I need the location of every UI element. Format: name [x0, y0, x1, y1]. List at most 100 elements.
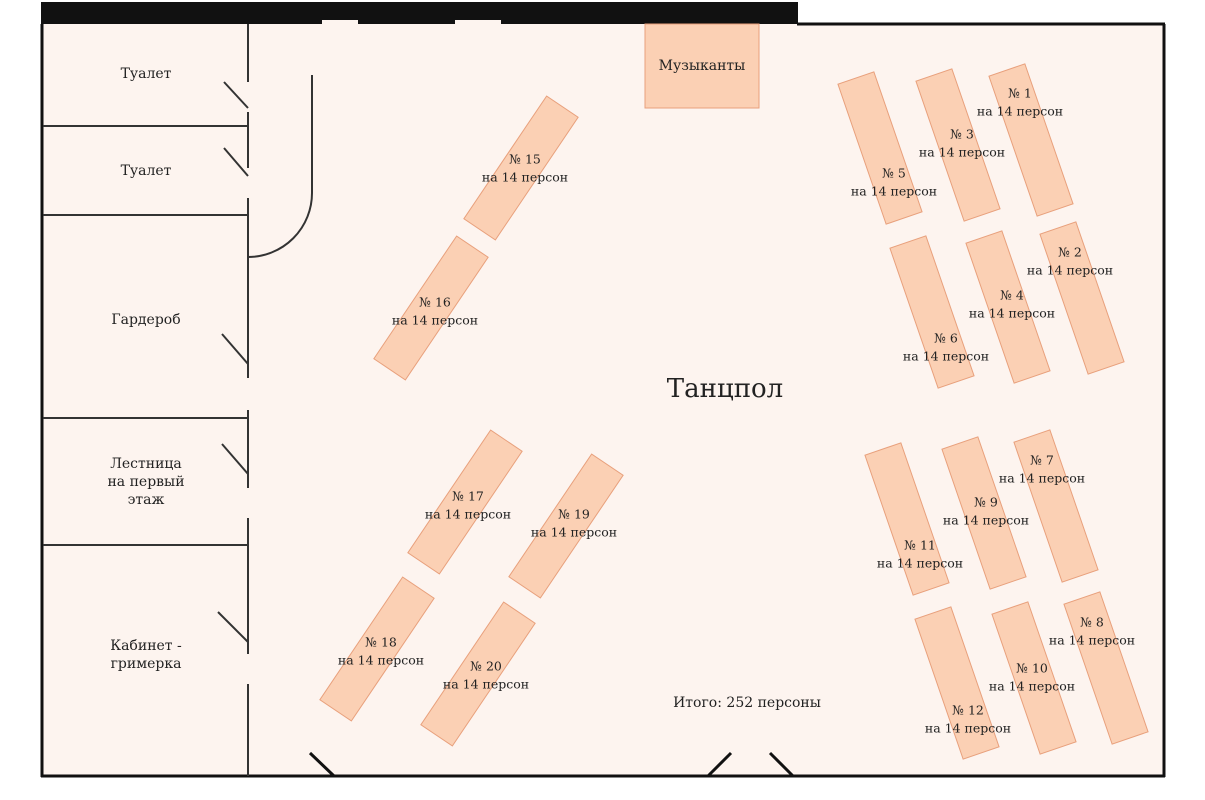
table-number: № 7: [1030, 453, 1054, 468]
room-label-dressing-room: Кабинет - гримерка: [110, 638, 182, 672]
room-label-line: Гардероб: [111, 312, 180, 328]
room-label-wardrobe: Гардероб: [111, 312, 180, 328]
table-number: № 16: [419, 295, 451, 310]
table-number: № 19: [558, 507, 590, 522]
table-number: № 1: [1008, 86, 1032, 101]
table-shape: [463, 95, 579, 241]
table-shape: [508, 453, 624, 599]
musicians-label: Музыканты: [659, 58, 746, 74]
table-item: № 11 на 14 персон: [864, 442, 963, 596]
entrance-doors: [308, 751, 795, 778]
room-label-line: Туалет: [121, 163, 172, 179]
table-capacity: на 14 персон: [531, 525, 617, 540]
table-shape: [889, 235, 975, 389]
table-shape: [991, 601, 1077, 755]
table-number: № 20: [470, 659, 502, 674]
table-item: № 18 на 14 персон: [319, 576, 435, 722]
table-item: № 2на 14 персон: [1027, 221, 1125, 375]
doors: [217, 75, 313, 643]
door-wardrobe: [221, 333, 249, 365]
room-label-line: этаж: [128, 492, 165, 508]
table-capacity: на 14 персон: [851, 184, 937, 199]
table-capacity: на 14 персон: [1049, 633, 1135, 648]
table-capacity: на 14 персон: [425, 507, 511, 522]
table-shape: [965, 230, 1051, 384]
table-capacity: на 14 персон: [338, 653, 424, 668]
table-item: № 8 на 14 персон: [1049, 591, 1149, 745]
table-number: № 4: [1000, 288, 1024, 303]
room-label-line: Туалет: [121, 66, 172, 82]
table-capacity: на 14 персон: [482, 170, 568, 185]
table-item: № 9на 14 персон: [941, 436, 1029, 590]
table-capacity: на 14 персон: [919, 145, 1005, 160]
room-label-line: на первый: [107, 474, 184, 490]
table-number: № 9: [974, 495, 998, 510]
corridor-door-arc: [247, 75, 313, 258]
table-number: № 18: [365, 635, 397, 650]
table-shape: [407, 429, 523, 575]
table-capacity: на 14 персон: [925, 721, 1011, 736]
table-shape: [864, 442, 950, 596]
table-number: № 6: [934, 331, 958, 346]
table-capacity: на 14 персон: [977, 104, 1063, 119]
table-item: № 7 на 14 персон: [999, 429, 1099, 583]
musicians-stage: [644, 23, 760, 109]
table-item: № 10 на 14 персон: [989, 601, 1077, 755]
table-number: № 3: [950, 127, 974, 142]
table-shape: [1013, 429, 1099, 583]
top-wall-bar: [41, 2, 798, 24]
window-gap: [455, 20, 501, 26]
outer-walls: [40, 22, 1166, 778]
table-shape: [915, 68, 1001, 222]
table-number: № 2: [1058, 245, 1082, 260]
table-item: № 19 на 14 персон: [508, 453, 624, 599]
table-number: № 12: [952, 703, 984, 718]
table-shape: [1039, 221, 1125, 375]
table-item: № 17 на 14 персон: [407, 429, 523, 575]
room-label-line: Лестница: [110, 456, 182, 472]
total-label: Итого: 252 персоны: [673, 695, 821, 711]
table-shape: [420, 601, 536, 747]
table-capacity: на 14 персон: [969, 306, 1055, 321]
table-number: № 17: [452, 489, 484, 504]
table-shape: [914, 606, 1000, 760]
room-label-stairs: Лестница на первый этаж: [107, 456, 184, 508]
table-shape: [941, 436, 1027, 590]
door-toilet-2: [223, 147, 249, 177]
table-shape: [373, 235, 489, 381]
room-label-line: Кабинет -: [110, 638, 182, 654]
table-item: № 3 на 14 персон: [915, 68, 1005, 222]
table-shape: [1063, 591, 1149, 745]
table-item: № 20 на 14 персон: [420, 601, 536, 747]
table-shape: [319, 576, 435, 722]
table-number: № 15: [509, 152, 541, 167]
dance-floor-label: Танцпол: [667, 374, 783, 404]
table-capacity: на 14 персон: [392, 313, 478, 328]
door-dressing: [217, 611, 249, 643]
table-capacity: на 14 персон: [877, 556, 963, 571]
floor: [43, 24, 1164, 776]
window-gap: [322, 20, 358, 26]
door-toilet-1: [223, 81, 249, 109]
room-label-toilet-1: Туалет: [121, 66, 172, 82]
table-shape: [837, 71, 923, 225]
door-stairs: [221, 443, 249, 475]
table-capacity: на 14 персон: [903, 349, 989, 364]
table-number: № 11: [904, 538, 936, 553]
table-item: № 5 на 14 персон: [837, 71, 937, 225]
table-shape: [988, 63, 1074, 217]
table-number: № 10: [1016, 661, 1048, 676]
table-number: № 5: [882, 166, 906, 181]
table-capacity: на 14 персон: [999, 471, 1085, 486]
table-item: № 6 на 14 персон: [889, 235, 989, 389]
table-capacity: на 14 персон: [989, 679, 1075, 694]
table-item: № 4 на 14 персон: [965, 230, 1055, 384]
table-number: № 8: [1080, 615, 1104, 630]
table-capacity: на 14 персон: [443, 677, 529, 692]
table-item: № 12 на 14 персон: [914, 606, 1011, 760]
side-rooms-walls: [43, 24, 249, 776]
room-label-line: гримерка: [111, 656, 182, 672]
